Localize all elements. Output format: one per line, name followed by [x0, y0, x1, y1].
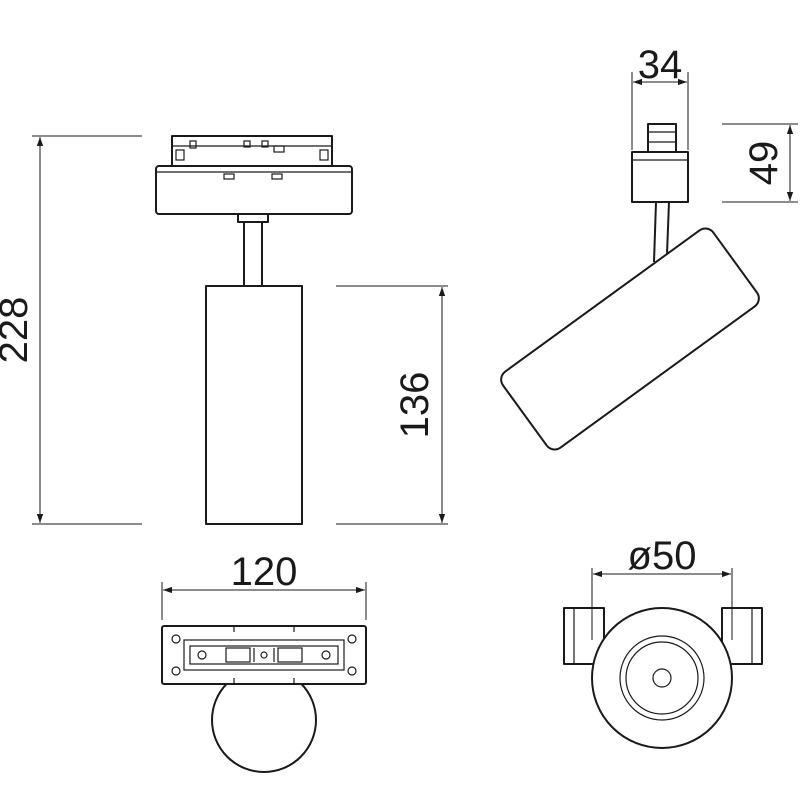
bottom-view-adapter [161, 625, 367, 773]
side-stem [653, 201, 670, 263]
bottom-view-lamp [563, 607, 763, 749]
dimension-total-height: 228 [0, 135, 142, 525]
front-view [155, 135, 353, 525]
side-connector [631, 123, 689, 203]
dimension-lamp-diameter: ø50 [591, 534, 733, 640]
dimension-adapter-width: 120 [161, 550, 367, 620]
front-stem [237, 213, 269, 286]
dimension-connector-width: 34 [631, 43, 689, 150]
dimension-connector-height: 49 [722, 123, 798, 203]
front-lamp-body [205, 285, 303, 525]
adapter-width-label: 120 [231, 550, 298, 594]
front-adapter-body [155, 165, 353, 215]
dimension-lamp-height: 136 [336, 285, 448, 525]
lamp-height-label: 136 [393, 372, 437, 439]
side-lamp-body [500, 227, 760, 451]
connector-height-label: 49 [742, 141, 786, 186]
side-view [500, 123, 760, 451]
connector-width-label: 34 [638, 43, 683, 87]
front-adapter-clip [171, 135, 333, 167]
lamp-diameter-label: ø50 [628, 534, 697, 578]
total-height-label: 228 [0, 297, 36, 364]
